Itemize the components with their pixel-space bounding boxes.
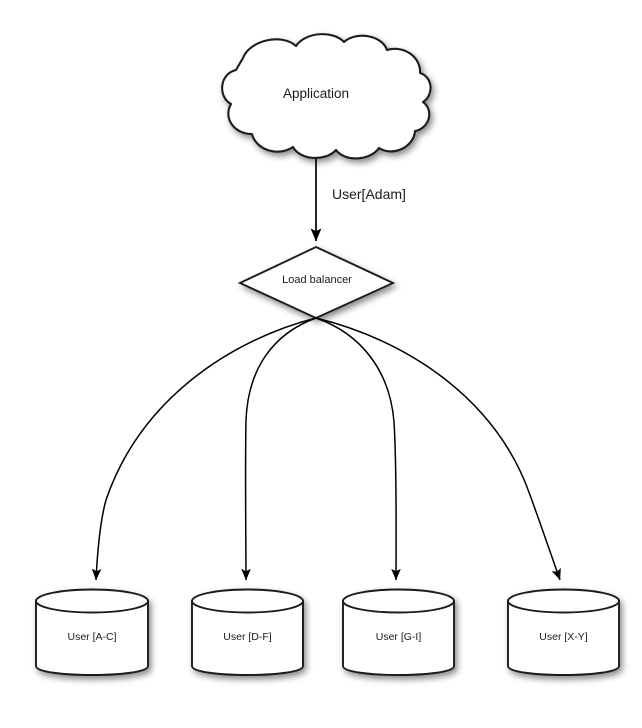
database-cylinder-3[interactable]	[342, 588, 455, 676]
edge-to-db-1[interactable]	[91, 317, 317, 581]
edge-to-db-2[interactable]	[241, 317, 317, 581]
loadbalancer-node[interactable]	[237, 245, 396, 320]
cylinder-shape	[35, 600, 149, 676]
cylinder-top	[507, 588, 620, 614]
diamond-shape	[237, 245, 396, 320]
cylinder-top	[35, 588, 149, 614]
edge-to-db-4[interactable]	[315, 317, 561, 581]
cylinder-top	[342, 588, 455, 614]
cylinder-shape	[342, 600, 455, 676]
database-cylinder-2[interactable]	[191, 588, 304, 676]
cylinder-shape	[507, 600, 620, 676]
database-cylinder-1[interactable]	[35, 588, 149, 676]
edge-to-db-3[interactable]	[315, 317, 401, 581]
fanout-edges	[91, 317, 561, 581]
cloud-node[interactable]	[221, 33, 432, 160]
cylinder-shape	[191, 600, 304, 676]
cylinder-top	[191, 588, 304, 614]
database-cylinder-4[interactable]	[507, 588, 620, 676]
cloud-shape	[221, 33, 432, 160]
